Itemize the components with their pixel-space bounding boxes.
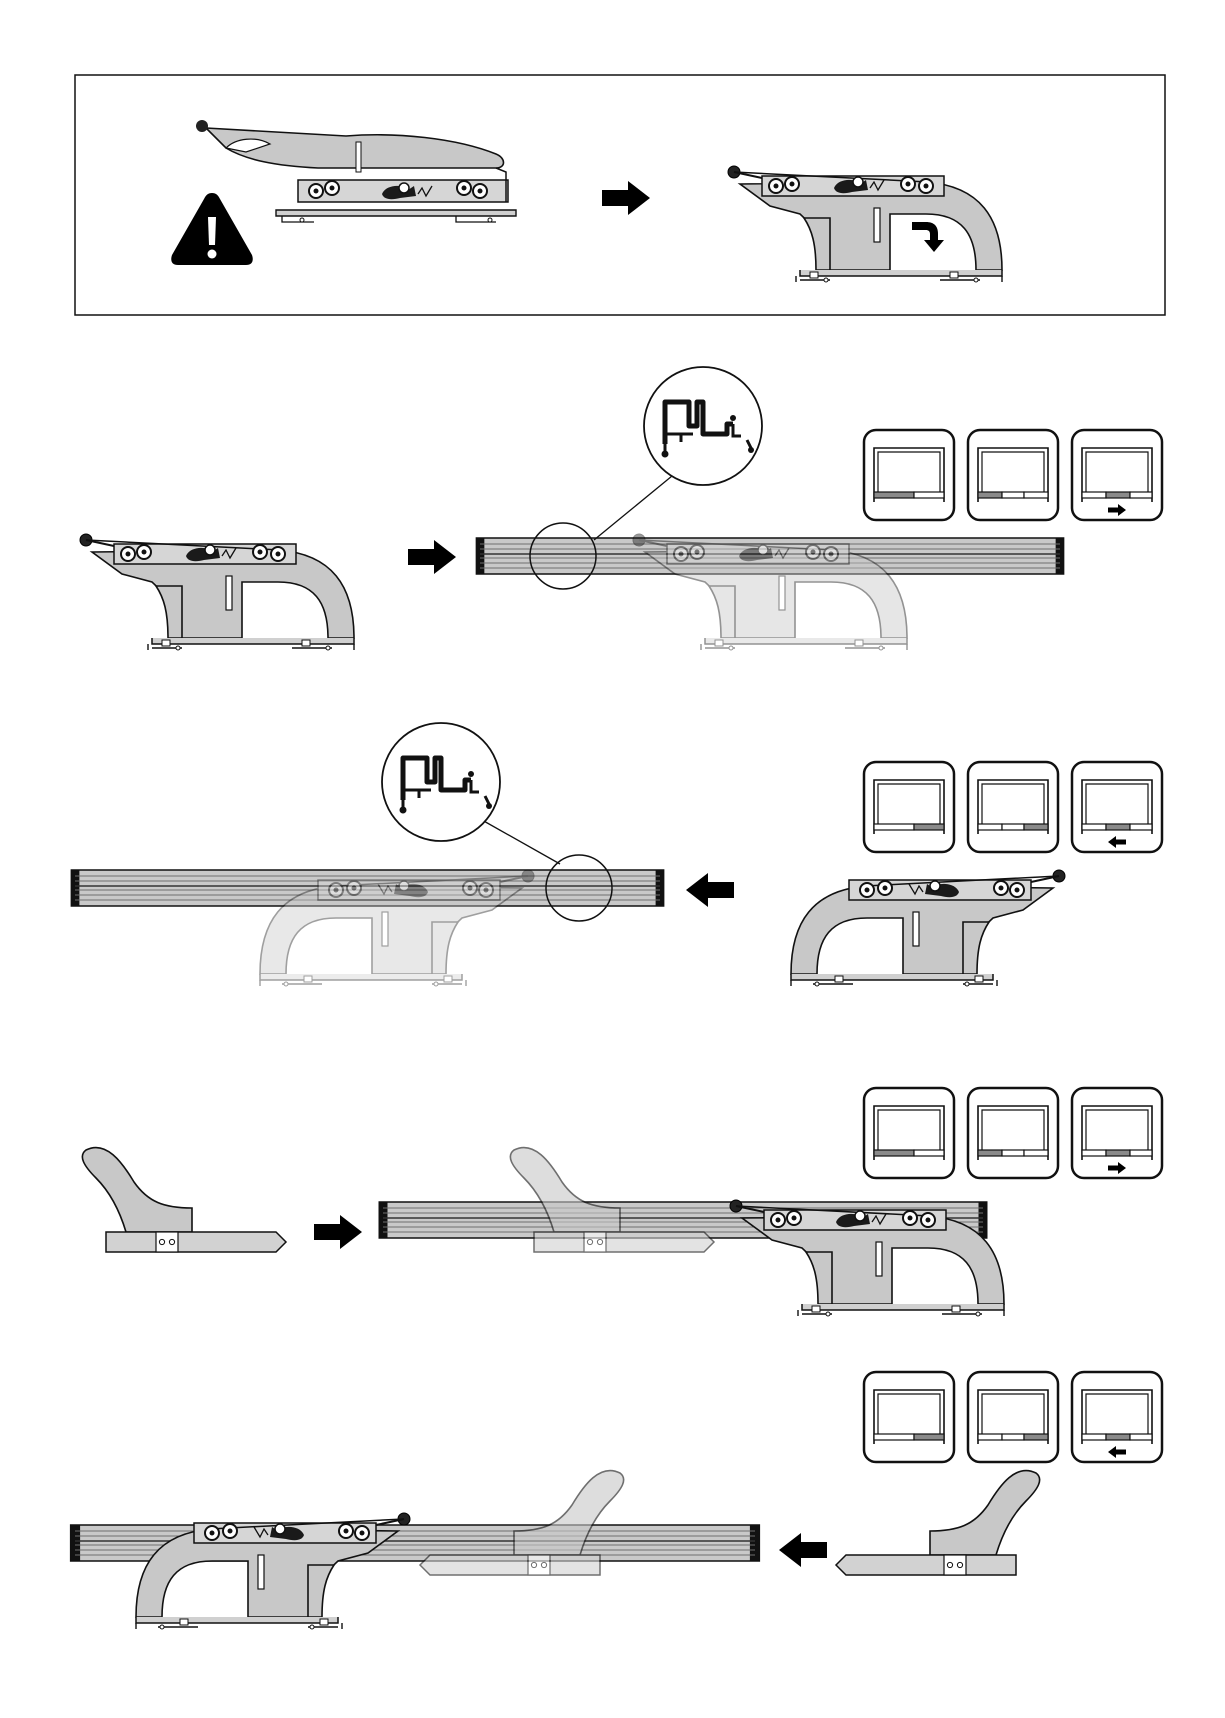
sliding-panel-icon [968,1088,1058,1178]
detail-leader-line [594,476,672,540]
arrow-left-icon [686,873,734,907]
guide-left [82,1148,286,1252]
panel-icon-group [864,762,1162,852]
sliding-panel-icon [1072,1372,1162,1462]
sliding-panel-icon [864,762,954,852]
guide-right [836,1471,1040,1575]
panel-icon-group [864,1372,1162,1462]
panel-icon-group [864,1088,1162,1178]
carriage-left [80,534,354,650]
sliding-panel-icon [864,1088,954,1178]
detail-circle-icon [644,367,762,485]
sliding-panel-icon [1072,430,1162,520]
sliding-panel-icon [864,1372,954,1462]
arrow-right-icon [314,1215,362,1249]
sliding-panel-icon [968,1372,1058,1462]
guide-in-rail [420,1471,624,1575]
sliding-panel-icon [864,430,954,520]
carriage-right [791,870,1065,986]
arrow-right-icon [408,540,456,574]
sliding-panel-icon [968,430,1058,520]
detail-circle-icon [382,723,500,841]
step-insert-right-guide [75,1471,1040,1629]
sliding-panel-icon [968,762,1058,852]
step-caution [75,75,1165,315]
detail-leader-line [482,820,560,864]
sliding-panel-icon [1072,762,1162,852]
sliding-panel-icon [1072,1088,1162,1178]
arrow-left-icon [779,1533,827,1567]
guide-in-rail [510,1148,714,1252]
panel-icon-group [864,430,1162,520]
